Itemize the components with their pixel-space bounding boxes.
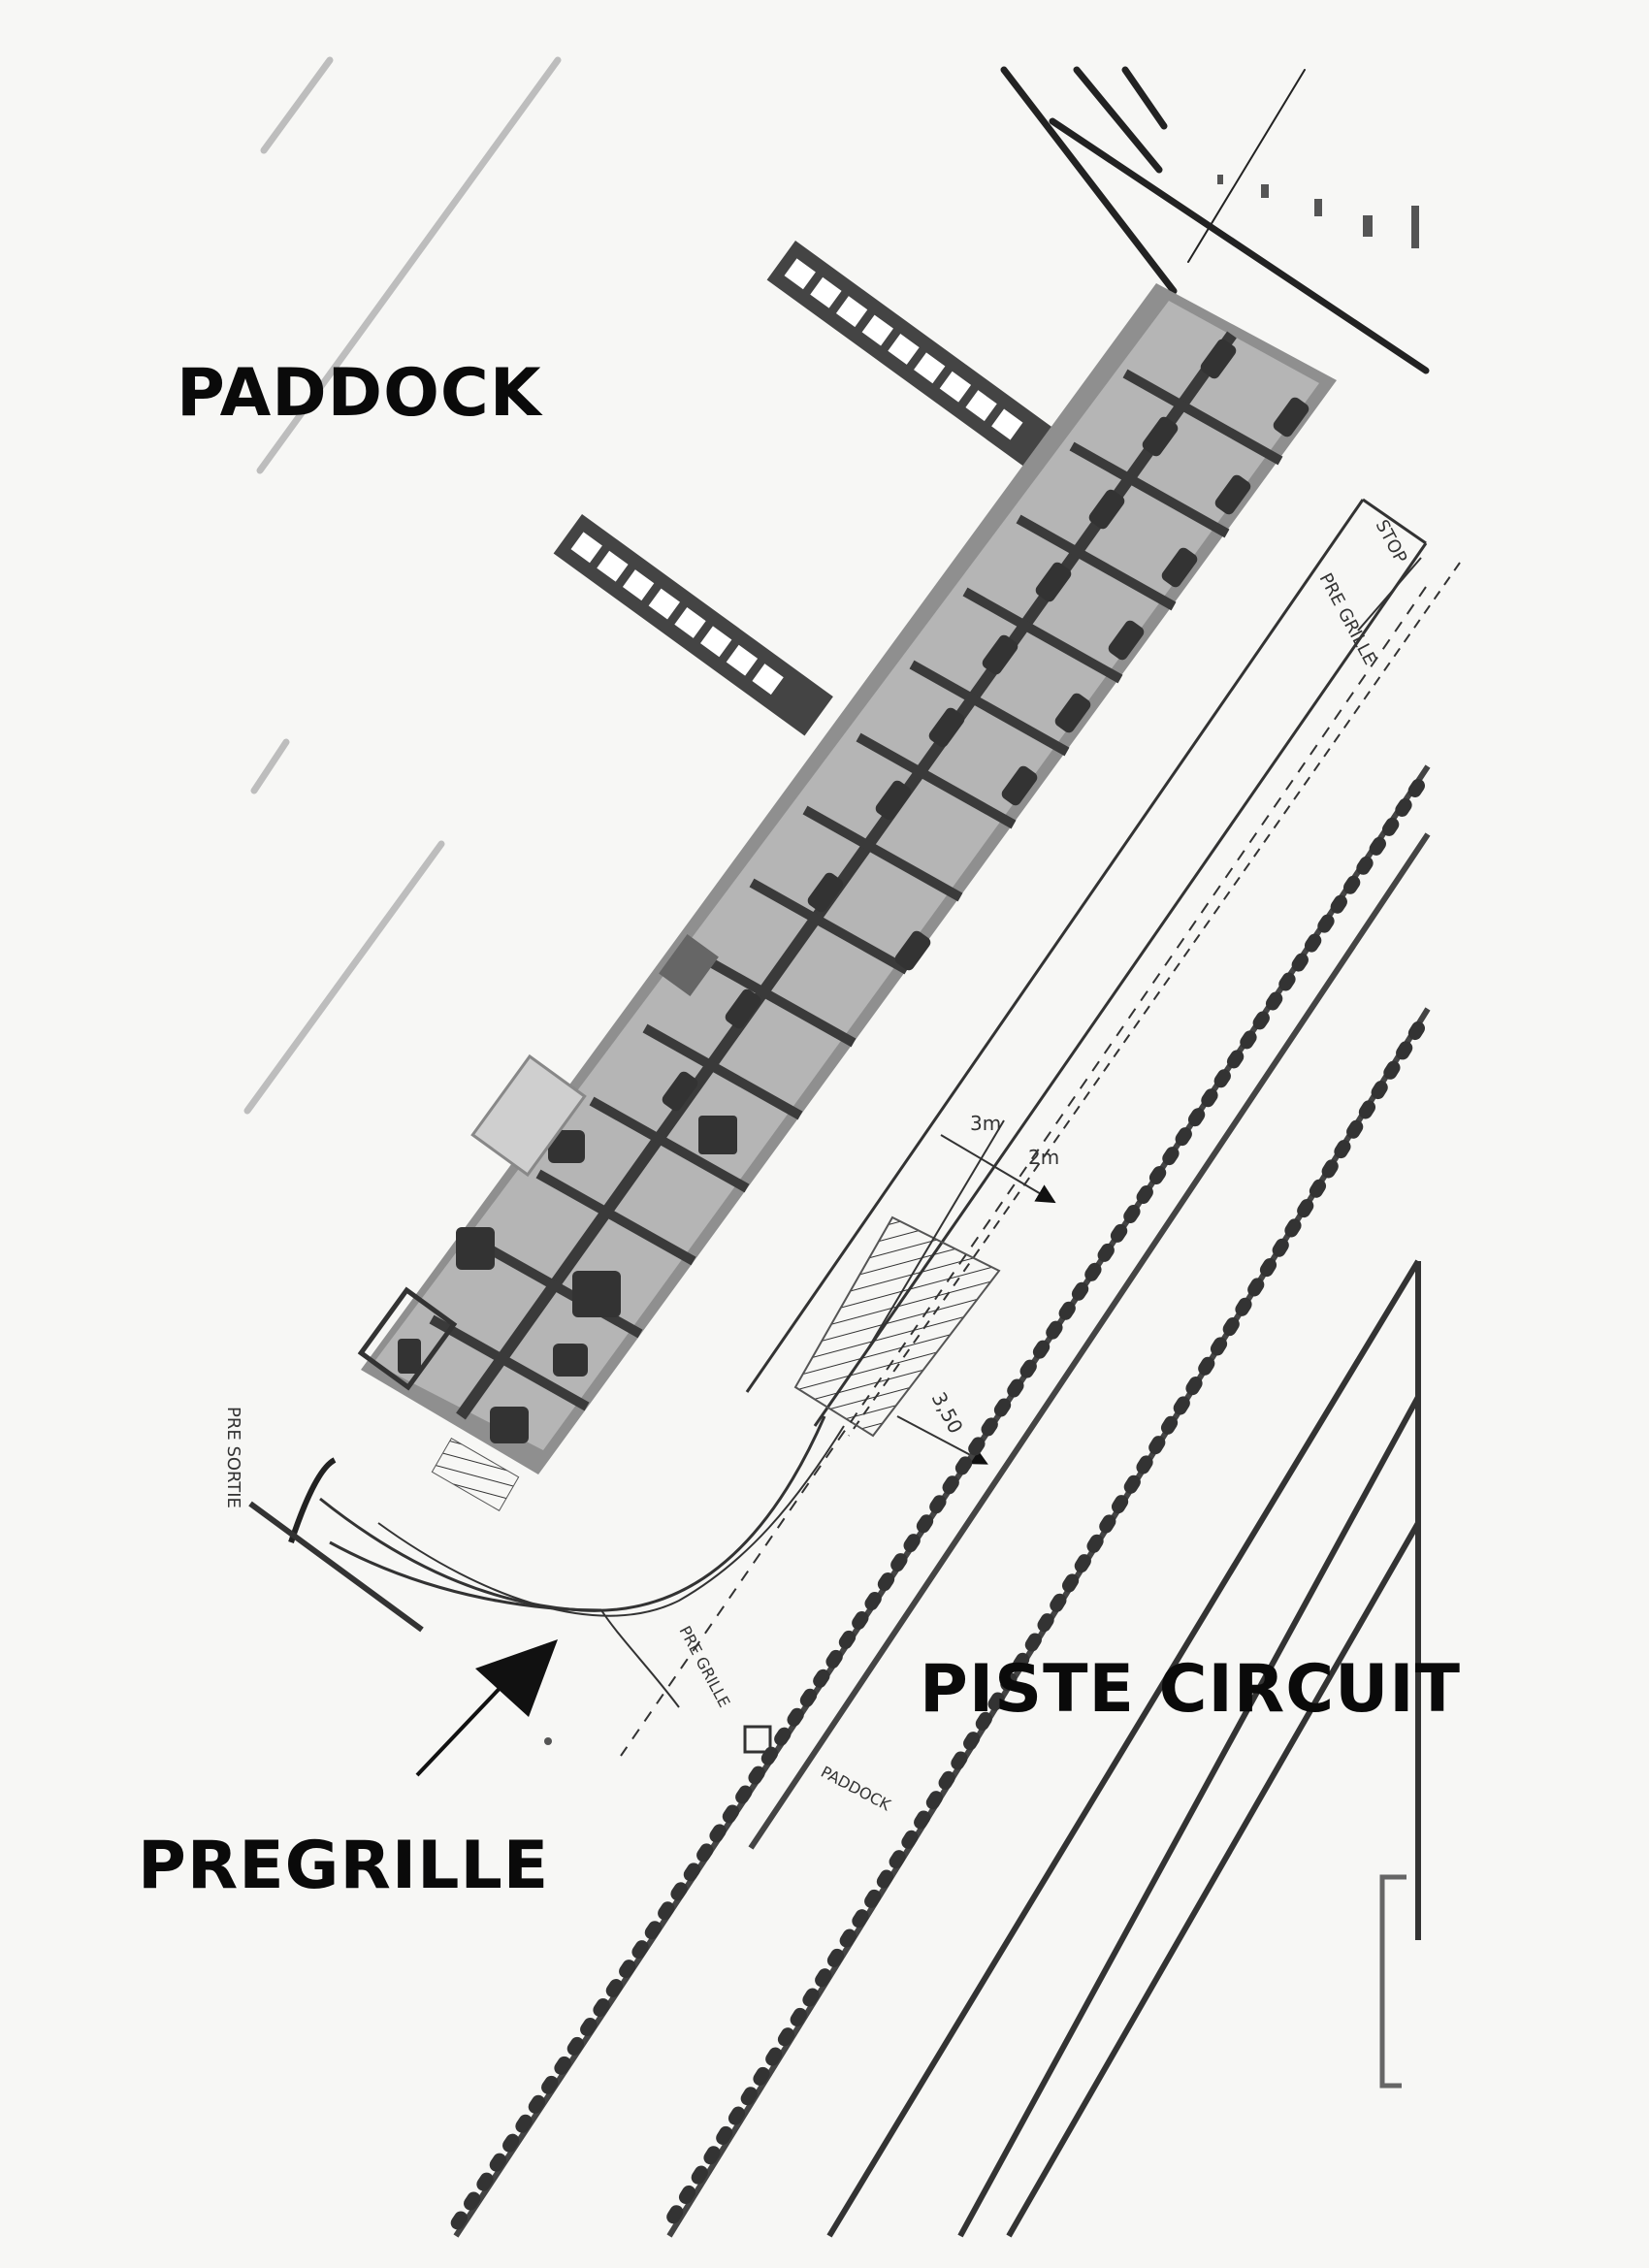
hatched-zone	[793, 1215, 1001, 1438]
pre-grille-small-mark: PRE GRILLE	[675, 1623, 733, 1710]
entrance-structure	[1000, 66, 1430, 374]
paddock-sign	[743, 1725, 772, 1754]
pre-grille-mark: PRE GRILLE	[1315, 569, 1380, 667]
pregrille-arrow-shaft	[415, 1676, 511, 1777]
pre-sortie-gate	[288, 1457, 337, 1543]
stop-mark: STOP	[1372, 516, 1411, 567]
lower-branch-ladder	[553, 514, 833, 736]
pit-lane-dashed-line	[620, 586, 1427, 1757]
paddock-small-mark: PADDOCK	[818, 1763, 894, 1815]
track-wall-scallops	[445, 779, 1425, 2238]
pregrille-arrow-head	[475, 1639, 558, 1717]
dim-3m: 3m	[970, 1112, 1001, 1135]
dash-marks	[1217, 175, 1419, 248]
pre-sortie-mark: PRE SORTIE	[223, 1407, 243, 1508]
pit-building	[357, 283, 1337, 1474]
access-road	[319, 1415, 845, 1708]
dim-350: 3,50	[927, 1388, 968, 1438]
dimension-lines	[867, 1119, 1056, 1465]
paddock-faint-lines	[243, 56, 562, 1115]
pregrille-label: PREGRILLE	[138, 1828, 550, 1904]
paddock-label: PADDOCK	[177, 355, 542, 432]
track-right-bracket	[1379, 1874, 1406, 2089]
piste-circuit-label: PISTE CIRCUIT	[920, 1651, 1461, 1728]
upper-branch-ladder	[766, 241, 1054, 469]
track-stripes	[826, 1259, 1421, 2238]
